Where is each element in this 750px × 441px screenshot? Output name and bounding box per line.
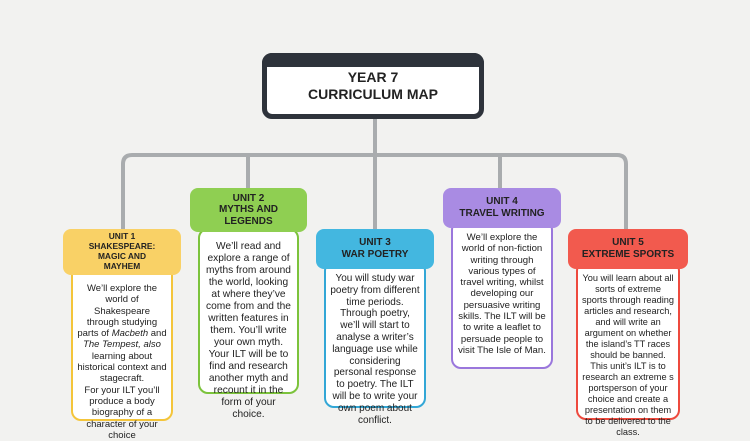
unit-5-heading: UNIT 5 EXTREME SPORTS [568,229,688,269]
title-box: YEAR 7 CURRICULUM MAP [262,53,484,119]
unit-1-card: We’ll explore the world of Shakespeare t… [63,229,181,441]
unit-3-body: You will study war poetry from different… [324,261,426,426]
unit-1-heading: UNIT 1 SHAKESPEARE: MAGIC AND MAYHEM [63,229,181,275]
unit-5-card: You will learn about all sorts of extrem… [568,229,688,437]
unit-4-body: We’ll explore the world of non-fiction w… [451,220,553,369]
unit-2-body-text: We’ll read and explore a range of myths … [206,241,291,420]
title-line-1: YEAR 7 [347,69,399,85]
unit-5-body-text: You will learn about all sorts of extrem… [582,273,674,437]
unit-4-card: We’ll explore the world of non-fiction w… [443,188,561,369]
unit-2-heading: UNIT 2 MYTHS AND LEGENDS [190,188,307,232]
connector-lines [121,118,628,232]
unit-5-body: You will learn about all sorts of extrem… [576,261,680,437]
unit-1-body-text: We’ll explore the world of Shakespeare t… [77,283,167,385]
unit-3-heading: UNIT 3 WAR POETRY [316,229,434,269]
unit-4-body-text: We’ll explore the world of non-fiction w… [458,232,546,356]
unit-1-ilt-text: For your ILT you’ll produce a body biogr… [84,384,160,441]
title-line-2: CURRICULUM MAP [308,86,438,102]
unit-2-card: We’ll read and explore a range of myths … [190,188,307,420]
unit-4-heading: UNIT 4 TRAVEL WRITING [443,188,561,228]
unit-2-body: We’ll read and explore a range of myths … [198,228,299,420]
unit-3-card: You will study war poetry from different… [316,229,434,426]
title-box-tab [262,53,484,67]
unit-1-body: We’ll explore the world of Shakespeare t… [71,263,173,441]
unit-3-body-text: You will study war poetry from different… [330,273,420,426]
